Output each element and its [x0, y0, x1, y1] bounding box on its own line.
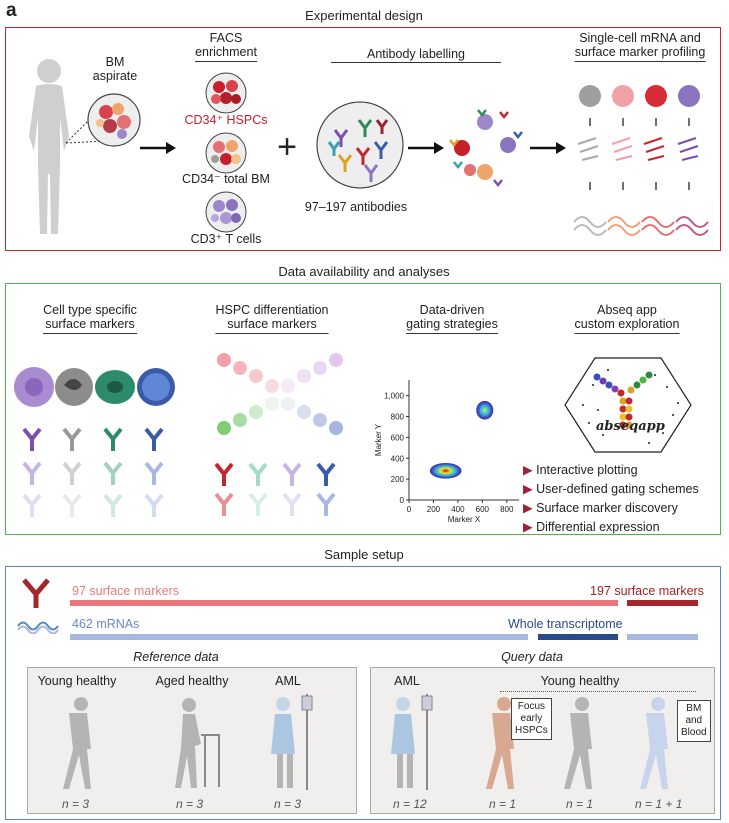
y-tick-label: 200 [391, 475, 405, 484]
abseqapp-logo-text: abseqapp [596, 419, 665, 434]
whole-tx-bar [538, 634, 618, 640]
feature-list: ▶ Interactive plotting ▶ User-defined ga… [523, 462, 699, 538]
profiling-grid [573, 85, 709, 236]
mrna-bar [70, 634, 528, 640]
analysis-title: Data availability and analyses [278, 264, 450, 279]
differentiation-markers [214, 353, 343, 516]
elderly-walker-icon [175, 698, 220, 788]
plus-sign: + [277, 128, 297, 166]
cd3-t-label: CD3⁺ T cells [190, 232, 262, 246]
query-young-label: Young healthy [540, 674, 620, 688]
bm-cells-icon [87, 93, 141, 147]
query-n: n = 1 + 1 [635, 797, 683, 811]
panel-label: a [6, 0, 17, 21]
y-tick-label: 1,000 [384, 392, 405, 401]
reference-title: Reference data [133, 650, 219, 664]
triangle-icon: ▶ [523, 482, 533, 496]
x-tick-label: 200 [427, 505, 441, 514]
bm-blood-callout: BM and Blood [677, 700, 711, 742]
query-n: n = 1 [489, 797, 517, 811]
t-cells-icon [205, 191, 247, 233]
ref-n: n = 3 [62, 797, 90, 811]
antibody-pool-icon [316, 101, 404, 189]
setup-title: Sample setup [324, 547, 404, 562]
y-tick-label: 800 [391, 413, 405, 422]
query-aml-label: AML [394, 674, 420, 688]
antibody-icon [22, 578, 50, 608]
human-silhouette-icon [29, 59, 69, 234]
arrow-icon [140, 142, 176, 154]
cd34-total-label: CD34⁻ total BM [182, 172, 270, 186]
cell-type-antibodies [14, 367, 175, 517]
col1-title: Cell type specific surface markers [43, 303, 137, 334]
bm-aspirate-label: BM aspirate [92, 55, 138, 84]
query-n: n = 12 [393, 797, 427, 811]
triangle-icon: ▶ [523, 463, 533, 477]
facs-title: FACS enrichment [195, 31, 257, 62]
mrna-label: 462 mRNAs [72, 617, 140, 631]
ref-group-label: Aged healthy [155, 674, 229, 688]
query-n: n = 1 [566, 797, 594, 811]
feature-item: ▶ Interactive plotting [523, 463, 638, 477]
mrna-bar-2 [627, 634, 698, 640]
setup-frame [5, 566, 721, 820]
walking-person-icon [564, 697, 592, 789]
design-frame [5, 27, 721, 251]
x-tick-label: 400 [451, 505, 465, 514]
surface97-label: 97 surface markers [72, 584, 179, 598]
ref-n: n = 3 [176, 797, 204, 811]
arrow-icon [530, 142, 566, 154]
walking-person-icon [486, 697, 514, 789]
y-tick-label: 400 [391, 454, 405, 463]
patient-iv-icon [271, 694, 313, 790]
col3-title: Data-driven gating strategies [406, 303, 498, 334]
whole-tx-label: Whole transcriptome [508, 617, 623, 631]
triangle-icon: ▶ [523, 501, 533, 515]
query-title: Query data [501, 650, 563, 664]
y-tick-label: 600 [391, 433, 405, 442]
abseqapp-hexagon-icon [564, 357, 692, 453]
profiling-title: Single-cell mRNA and surface marker prof… [574, 31, 706, 62]
feature-item: ▶ Differential expression [523, 520, 660, 534]
arrow-icon [408, 142, 444, 154]
triangle-icon: ▶ [523, 520, 533, 534]
cd34-total-cells-icon [205, 132, 247, 174]
feature-item: ▶ User-defined gating schemes [523, 482, 699, 496]
x-tick-label: 800 [500, 505, 514, 514]
design-title: Experimental design [305, 8, 423, 23]
walking-person-icon [640, 697, 668, 789]
antibody-title: Antibody labelling [331, 47, 501, 64]
ref-group-label: AML [275, 674, 301, 688]
walking-person-icon [63, 697, 91, 789]
ref-group-label: Young healthy [37, 674, 117, 688]
density-contour [443, 469, 448, 472]
analysis-frame [5, 283, 721, 535]
surface97-bar [70, 600, 618, 606]
x-tick-label: 0 [407, 505, 412, 514]
ref-n: n = 3 [274, 797, 302, 811]
patient-iv-icon [391, 694, 433, 790]
y-tick-label: 0 [400, 496, 405, 505]
cd34-hspc-label: CD34⁺ HSPCs [184, 113, 268, 127]
focus-early-callout: Focus early HSPCs [511, 698, 552, 740]
labelled-cells-icon [449, 109, 523, 188]
x-tick-label: 600 [476, 505, 490, 514]
col2-title: HSPC differentiation surface markers [215, 303, 329, 334]
cd34-hspc-cells-icon [205, 72, 247, 114]
mrna-icon [17, 621, 59, 634]
x-axis-label: Marker X [448, 515, 481, 524]
surface197-bar [627, 600, 698, 606]
col4-title: Abseq app custom exploration [574, 303, 680, 334]
surface197-label: 197 surface markers [590, 584, 704, 598]
density-contour [483, 408, 487, 413]
antibody-count: 97–197 antibodies [304, 200, 408, 214]
y-axis-label: Marker Y [375, 423, 383, 456]
feature-item: ▶ Surface marker discovery [523, 501, 678, 515]
dotted-divider [500, 691, 696, 692]
